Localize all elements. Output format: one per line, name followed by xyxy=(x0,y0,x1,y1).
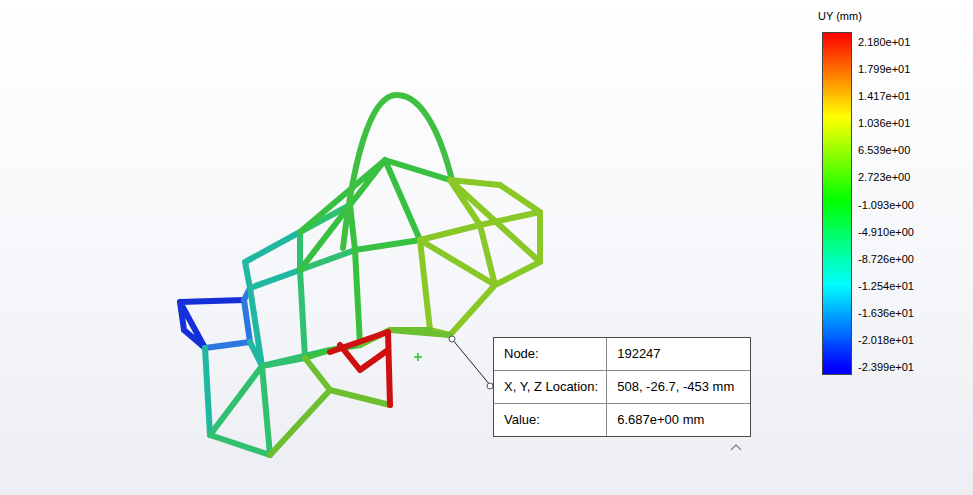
legend-swatch xyxy=(823,117,851,145)
legend-swatch xyxy=(823,284,851,312)
frame-tubes xyxy=(205,288,250,348)
legend-value: 1.799e+01 xyxy=(858,62,910,76)
legend-swatch xyxy=(823,256,851,284)
main-hoop xyxy=(343,95,452,248)
legend-value: 6.539e+00 xyxy=(858,143,910,157)
legend-swatch xyxy=(823,368,851,374)
legend-swatch xyxy=(823,340,851,368)
frame-tubes xyxy=(270,330,450,455)
legend-value: -1.093e+00 xyxy=(858,198,914,212)
legend-value: -4.910e+00 xyxy=(858,225,914,239)
legend-swatch xyxy=(823,173,851,201)
probe-field: X, Y, Z Location: xyxy=(494,371,607,404)
legend-value: -8.726e+00 xyxy=(858,252,914,266)
axis-title: UY (mm) xyxy=(818,9,862,23)
probe-field: Value: xyxy=(494,404,607,436)
frame-tubes xyxy=(330,332,390,405)
legend-swatch xyxy=(823,312,851,340)
probe-value: 6.687e+00 mm xyxy=(607,404,750,436)
legend-swatch xyxy=(823,89,851,117)
probe-value: 192247 xyxy=(607,338,750,371)
legend-value: 2.180e+01 xyxy=(858,35,910,49)
legend-swatch xyxy=(823,61,851,89)
frame-tubes xyxy=(210,205,355,455)
probe-cross xyxy=(414,353,422,361)
collapse-caret xyxy=(731,445,741,450)
probe-value: 508, -26.7, -453 mm xyxy=(607,371,750,404)
leader-line xyxy=(452,339,490,385)
color-bar xyxy=(823,33,851,374)
legend-value: 1.036e+01 xyxy=(858,116,910,130)
legend-swatch xyxy=(823,33,851,61)
legend-value: -2.399e+01 xyxy=(858,360,914,374)
probe-field: Node: xyxy=(494,338,607,371)
legend-value: -1.636e+01 xyxy=(858,306,914,320)
legend-value: -1.254e+01 xyxy=(858,279,914,293)
legend-swatch xyxy=(823,201,851,229)
legend-swatch xyxy=(823,228,851,256)
frame-tubes xyxy=(420,180,540,335)
legend-value: 2.723e+00 xyxy=(858,170,910,184)
frame-tubes xyxy=(205,232,300,435)
legend-value: 1.417e+01 xyxy=(858,89,910,103)
legend-swatch xyxy=(823,145,851,173)
probe-dot xyxy=(449,336,455,342)
chassis-frame xyxy=(180,95,540,455)
probe-table: Node:192247X, Y, Z Location:508, -26.7, … xyxy=(493,337,751,437)
frame-tubes xyxy=(180,300,244,348)
legend-value: -2.018e+01 xyxy=(858,333,914,347)
